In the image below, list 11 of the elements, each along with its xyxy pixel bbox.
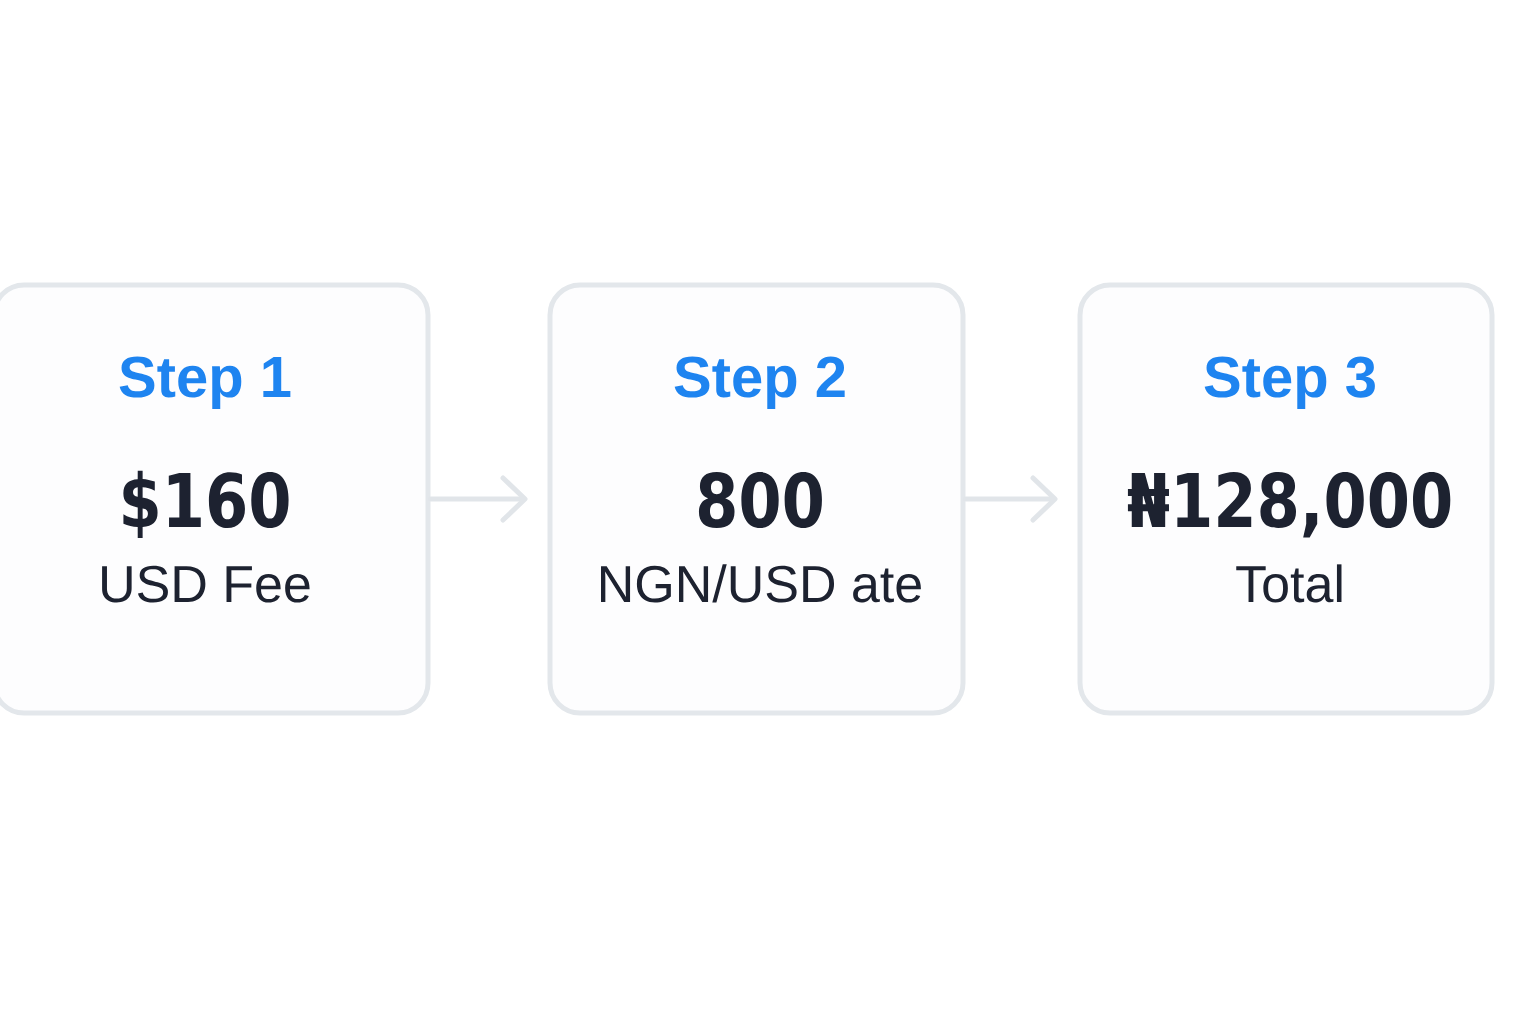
amount-caption: USD Fee: [102, 565, 310, 603]
arrow: [963, 475, 1058, 523]
amount-caption: Total: [1236, 564, 1342, 603]
amount-value: 800: [698, 472, 822, 529]
arrow: [428, 475, 528, 523]
step-title: Step 3: [1204, 356, 1375, 410]
amount-value: $160: [123, 470, 289, 538]
amount-caption: NGN/USD ate: [601, 564, 921, 603]
step-title: Step 2: [674, 356, 845, 410]
amount-value: ₦128,000: [1127, 472, 1451, 538]
step-title: Step 1: [119, 356, 291, 410]
